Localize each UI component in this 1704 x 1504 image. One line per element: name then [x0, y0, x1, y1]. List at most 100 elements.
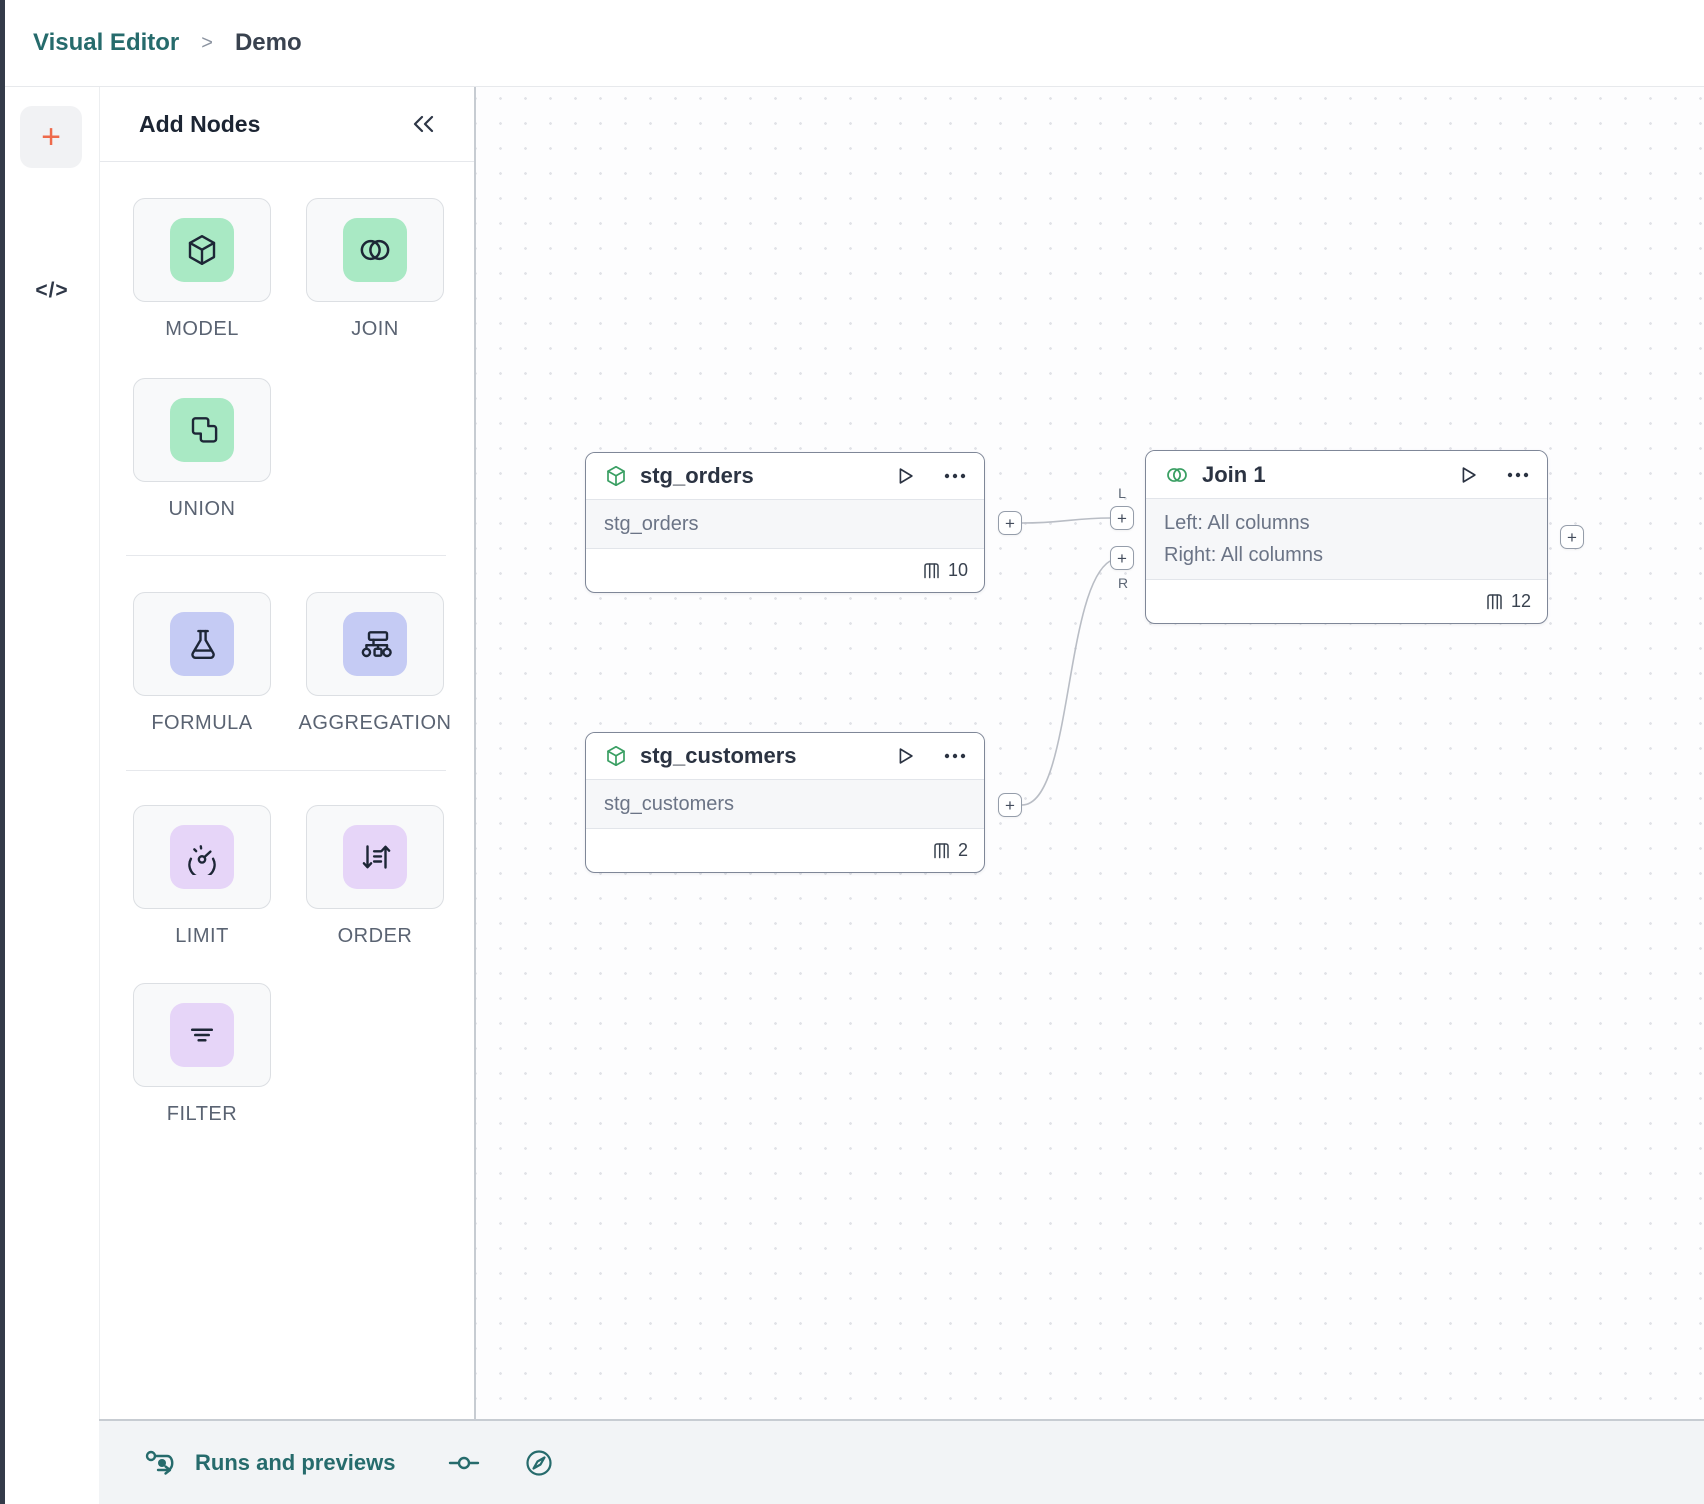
node-join-1[interactable]: Join 1 Left: All columns Right: All colu…	[1145, 450, 1548, 624]
code-view-button[interactable]: </>	[5, 279, 99, 303]
add-nodes-header: Add Nodes	[100, 87, 474, 162]
node-footer: 12	[1146, 580, 1547, 623]
limit-card[interactable]	[133, 805, 271, 909]
join-left-columns-label: Left: All columns	[1164, 511, 1310, 534]
node-header: Join 1	[1146, 451, 1547, 498]
flask-icon	[170, 612, 234, 676]
breadcrumb-page-title: Demo	[234, 29, 302, 56]
gauge-icon	[170, 825, 234, 889]
join-right-input-handle[interactable]: +	[1110, 546, 1134, 570]
palette-divider	[126, 555, 446, 556]
run-node-button[interactable]	[894, 745, 916, 767]
cube-icon	[170, 218, 234, 282]
union-card[interactable]	[133, 378, 271, 482]
palette-item-label: MODEL	[165, 318, 239, 340]
node-stg-customers[interactable]: stg_customers stg_customers 2	[585, 732, 985, 873]
join-right-columns-label: Right: All columns	[1164, 543, 1323, 566]
stg-orders-output-handle[interactable]: +	[998, 511, 1022, 535]
plus-icon: +	[1567, 527, 1577, 547]
node-footer: 10	[586, 549, 984, 592]
node-source-label: stg_customers	[604, 792, 735, 815]
run-node-button[interactable]	[894, 465, 916, 487]
filter-card[interactable]	[133, 983, 271, 1087]
breadcrumb-visual-editor[interactable]: Visual Editor	[33, 29, 180, 56]
venn-icon	[1167, 467, 1187, 482]
plus-icon: +	[1117, 548, 1127, 568]
palette-item-label: LIMIT	[175, 925, 229, 947]
join-config-rows[interactable]: Left: All columns Right: All columns	[1146, 498, 1547, 580]
breadcrumb-separator: >	[201, 31, 213, 54]
bottom-bar: Runs and previews	[99, 1419, 1704, 1504]
palette-item-limit: LIMIT	[133, 805, 271, 948]
top-header: Visual Editor > Demo	[5, 0, 1704, 87]
chevrons-left-icon	[413, 115, 434, 133]
node-source-row[interactable]: stg_customers	[586, 779, 984, 829]
node-header: stg_orders	[586, 453, 984, 499]
node-title: stg_customers	[640, 743, 797, 768]
palette-item-union: UNION	[133, 378, 271, 521]
palette-item-join: JOIN	[306, 198, 444, 341]
runs-and-previews-button[interactable]: Runs and previews	[145, 1448, 396, 1478]
order-card[interactable]	[306, 805, 444, 909]
model-card[interactable]	[133, 198, 271, 302]
columns-icon	[1487, 594, 1502, 610]
add-node-button[interactable]: +	[20, 106, 82, 168]
palette-item-formula: FORMULA	[133, 592, 271, 735]
formula-card[interactable]	[133, 592, 271, 696]
sort-icon	[343, 825, 407, 889]
join-left-input-handle[interactable]: +	[1110, 506, 1134, 530]
node-source-label: stg_orders	[604, 512, 699, 535]
node-header: stg_customers	[586, 733, 984, 779]
sitemap-icon	[343, 612, 407, 676]
node-source-row[interactable]: stg_orders	[586, 499, 984, 549]
palette-item-label: JOIN	[351, 318, 399, 340]
plus-icon: +	[41, 117, 61, 156]
column-count: 10	[947, 560, 968, 580]
navigate-button[interactable]	[524, 1448, 554, 1478]
palette-item-label: FILTER	[166, 1103, 238, 1125]
aggregation-card[interactable]	[306, 592, 444, 696]
left-rail: + </>	[5, 87, 99, 1504]
join-card[interactable]	[306, 198, 444, 302]
node-menu-button[interactable]	[944, 753, 966, 759]
plus-icon: +	[1005, 795, 1015, 815]
palette-item-aggregation: AGGREGATION	[298, 592, 452, 735]
node-menu-button[interactable]	[1507, 472, 1529, 478]
node-title: stg_orders	[640, 463, 754, 488]
add-nodes-panel: Add Nodes MODEL	[99, 87, 476, 1504]
code-icon: </>	[35, 279, 69, 302]
node-stg-orders[interactable]: stg_orders stg_orders 10	[585, 452, 985, 593]
palette-item-label: UNION	[168, 498, 236, 520]
node-title: Join 1	[1202, 461, 1266, 487]
node-menu-button[interactable]	[944, 473, 966, 479]
collapse-panel-button[interactable]	[410, 112, 436, 136]
columns-icon	[924, 563, 939, 579]
palette-item-filter: FILTER	[133, 983, 271, 1126]
cube-icon	[607, 745, 625, 767]
join-right-handle-label: R	[1117, 575, 1129, 591]
edge-stg-customers-to-join-right	[1021, 560, 1111, 806]
cube-icon	[607, 465, 625, 487]
column-count: 12	[1510, 591, 1531, 611]
palette-item-label: ORDER	[337, 925, 413, 947]
join-output-handle[interactable]: +	[1560, 525, 1584, 549]
runs-and-previews-label: Runs and previews	[195, 1449, 396, 1475]
commit-button[interactable]	[448, 1451, 480, 1475]
stg-customers-output-handle[interactable]: +	[998, 793, 1022, 817]
git-commit-icon	[448, 1456, 479, 1469]
edge-stg-orders-to-join-left	[1021, 517, 1111, 524]
filter-icon	[170, 1003, 234, 1067]
node-footer: 2	[586, 829, 984, 872]
panel-title: Add Nodes	[139, 110, 261, 137]
palette-item-order: ORDER	[306, 805, 444, 948]
palette-divider	[126, 770, 446, 771]
palette-item-model: MODEL	[133, 198, 271, 341]
flow-canvas[interactable]: stg_orders stg_orders 10	[476, 87, 1704, 1419]
compass-icon	[525, 1449, 552, 1476]
run-node-button[interactable]	[1457, 464, 1479, 486]
palette-item-label: AGGREGATION	[298, 712, 452, 734]
columns-icon	[934, 843, 949, 859]
route-icon	[145, 1450, 174, 1475]
column-count: 2	[957, 840, 968, 860]
